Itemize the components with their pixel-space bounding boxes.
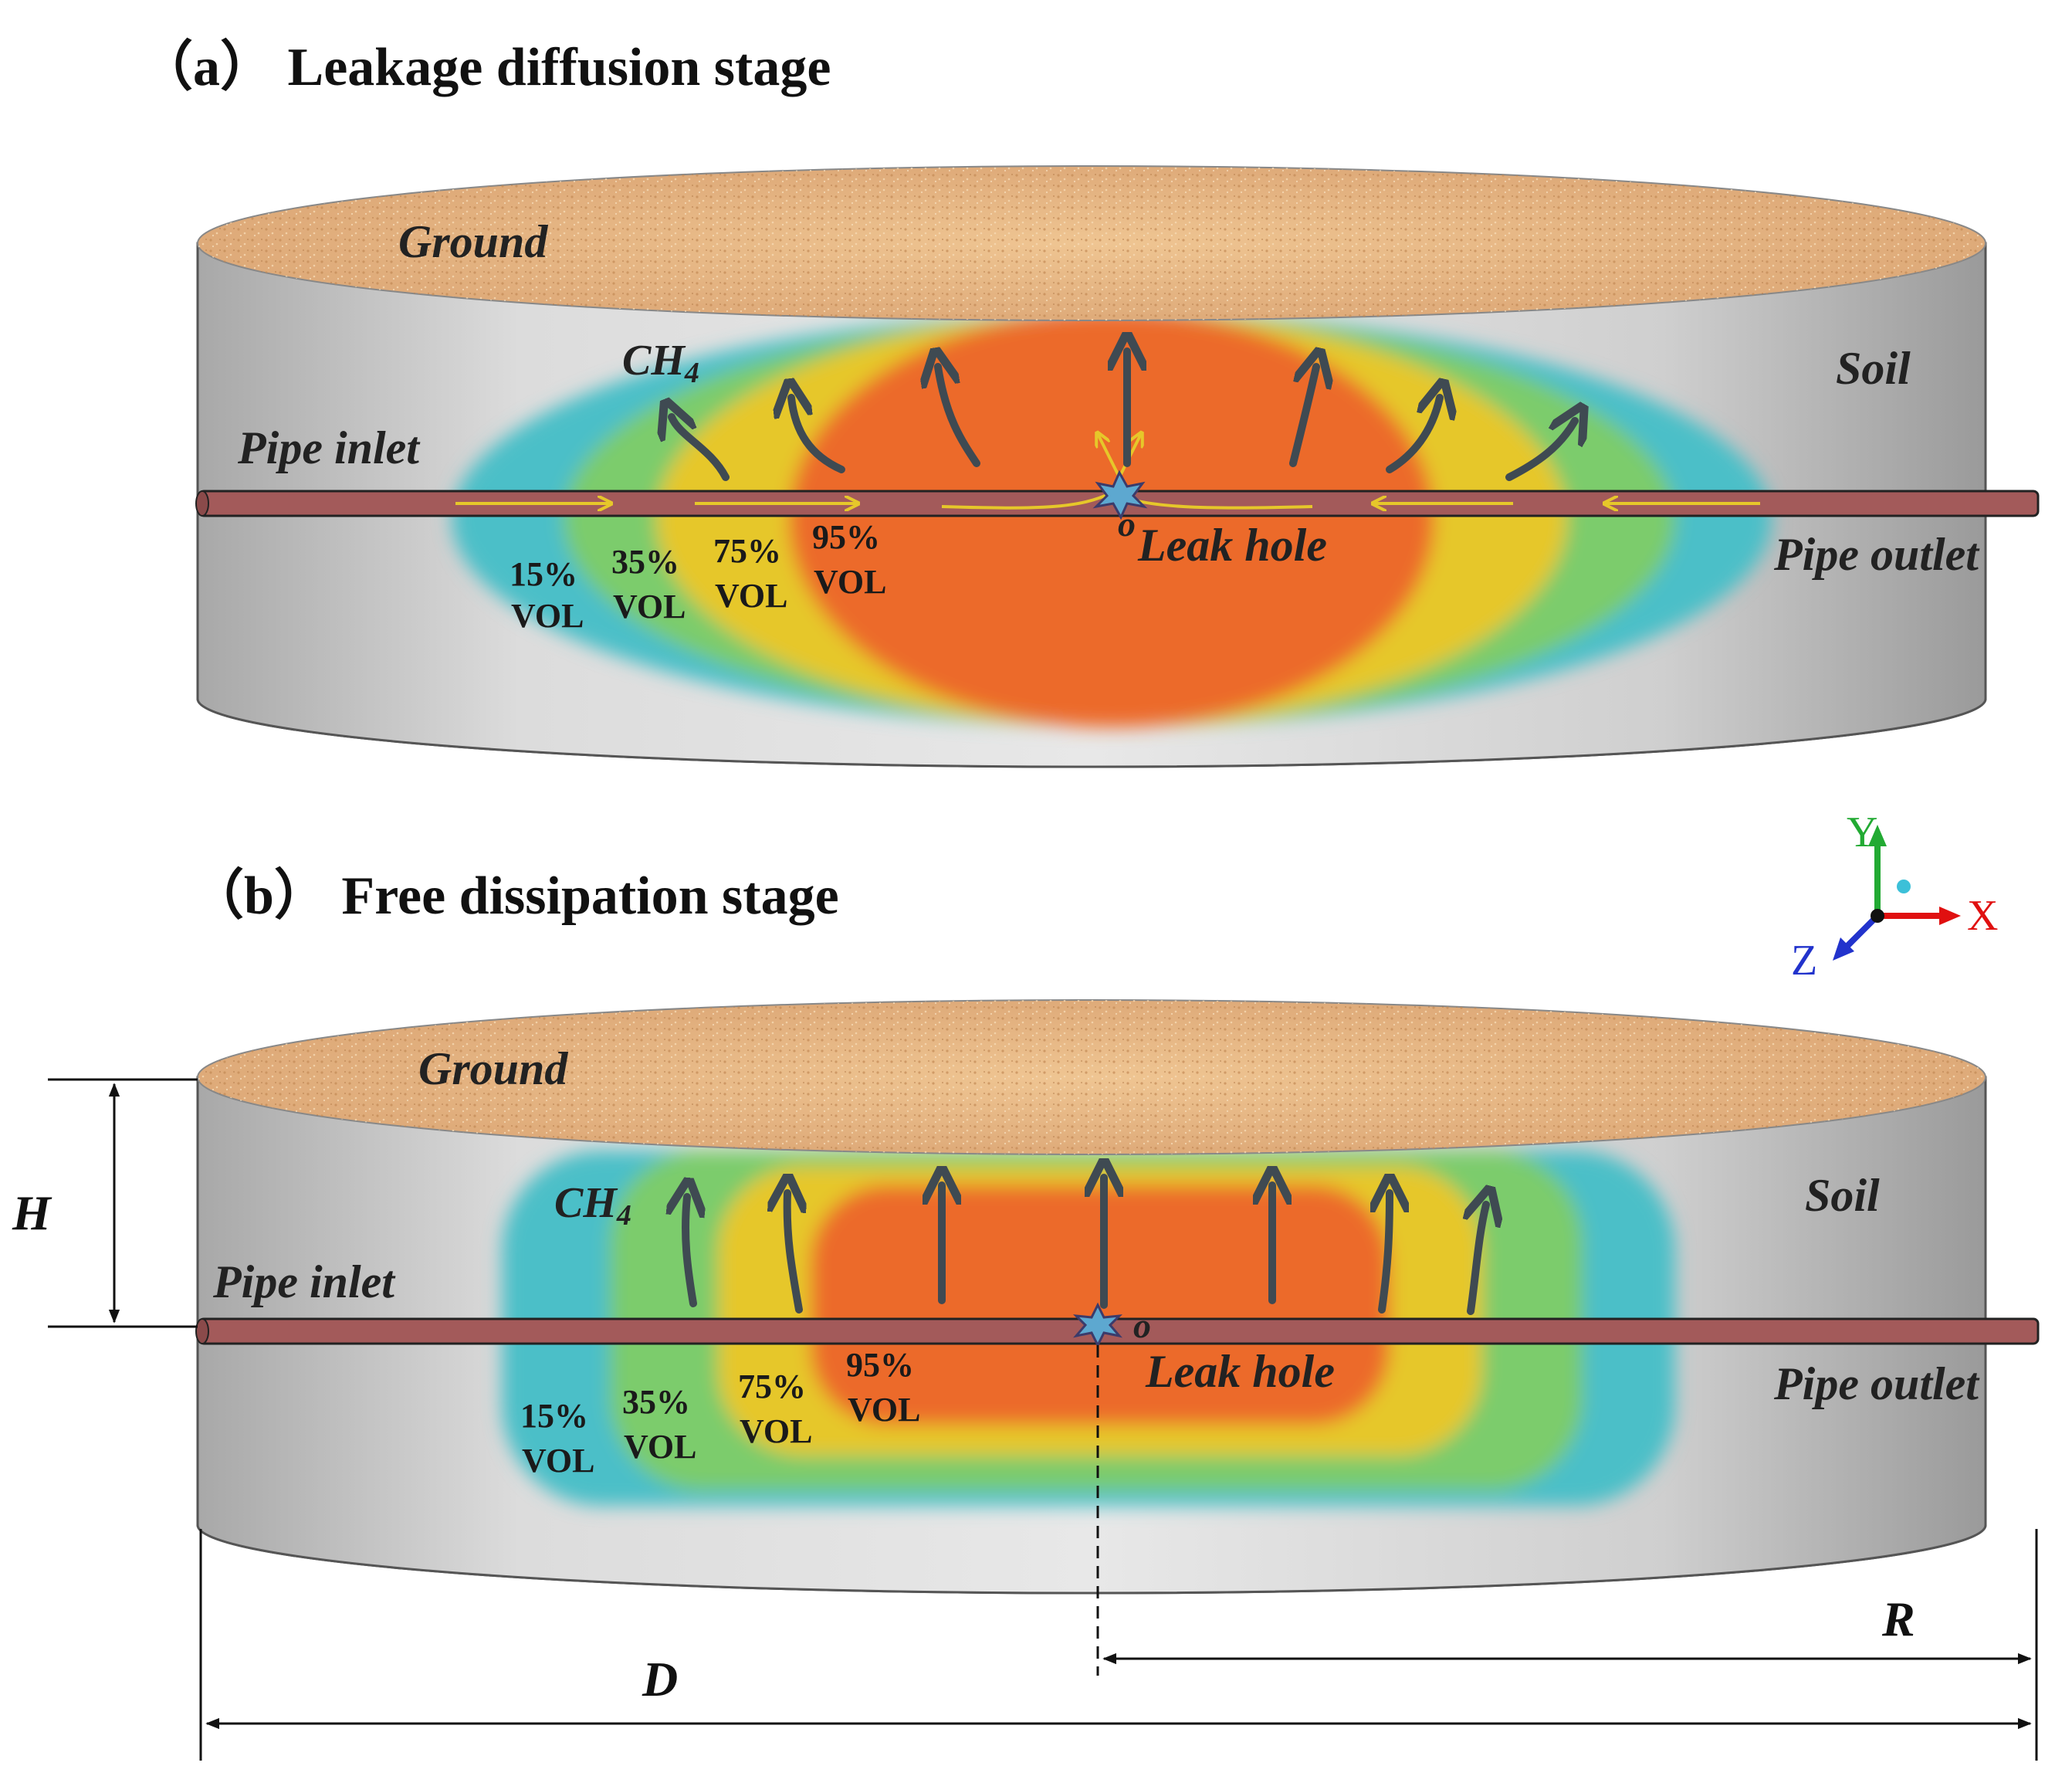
panel-b-title: （b） Free dissipation stage — [190, 866, 839, 926]
panel-b-band-15-unit: VOL — [522, 1442, 594, 1480]
panel-b-pipe-inlet-label: Pipe inlet — [212, 1256, 396, 1307]
panel-a-band-95-pct: 95% — [812, 518, 880, 556]
panel-a-arrow-5 — [1289, 367, 1316, 467]
panel-a-pipe-outlet-label: Pipe outlet — [1773, 529, 1980, 580]
panel-a-leak-star-icon — [1092, 469, 1148, 520]
panel-b-arrow-7 — [1471, 1205, 1486, 1315]
panel-a-band-75-pct: 75% — [713, 532, 781, 570]
panel-a-pipe-inlet-end — [195, 490, 209, 517]
panel-a-band-95 — [789, 310, 1434, 727]
panel-a-soil-label: Soil — [1836, 343, 1911, 394]
panel-a-band-labels: 15% VOL 35% VOL 75% VOL 95% VOL — [510, 518, 886, 635]
panel-a-pipe-inlet-label: Pipe inlet — [237, 422, 421, 473]
x-axis-label: X — [1967, 892, 1998, 940]
panel-b-arrow-1 — [686, 1197, 693, 1307]
h-dim-label: H — [12, 1185, 52, 1240]
panel-a-diffusion-arrows — [652, 351, 1575, 481]
coordinate-axes-icon: Y X Z — [1791, 808, 1998, 985]
panel-b-arrow-2 — [787, 1193, 799, 1314]
panel-a-ground-texture — [198, 166, 1986, 320]
panel-b-leak-hole-label: Leak hole — [1145, 1346, 1335, 1397]
panel-a-arrow-2 — [791, 398, 845, 473]
panel-b-band-35-unit: VOL — [624, 1428, 696, 1466]
axes-marker-dot — [1897, 880, 1911, 893]
panel-a-ch4-text: CH — [622, 337, 686, 385]
panel-a-band-15-unit: VOL — [511, 597, 584, 635]
panel-b-soil-label: Soil — [1805, 1170, 1880, 1221]
panel-a-ch4-label: CH4 — [622, 337, 699, 389]
panel-b-band-95-unit: VOL — [848, 1391, 920, 1429]
panel-b-ground-texture — [198, 1000, 1986, 1154]
panel-a-band-15-pct: 15% — [510, 555, 577, 593]
panel-b-ch4-text: CH — [554, 1179, 618, 1227]
axes-origin-dot — [1871, 909, 1884, 923]
panel-b-pipe — [198, 1317, 2040, 1345]
panel-a-pipe-flow — [455, 434, 1760, 508]
panel-b-band-labels: 15% VOL 35% VOL 75% VOL 95% VOL — [520, 1346, 920, 1480]
panel-b: （b） Free dissipation stage Ground Soil P… — [12, 866, 2040, 1761]
panel-b-ground-label: Ground — [418, 1043, 568, 1094]
panel-a-origin-label: o — [1118, 504, 1136, 544]
panel-a-arrow-3 — [938, 367, 980, 467]
panel-b-origin-label: o — [1133, 1306, 1151, 1345]
r-dim-label: R — [1881, 1591, 1915, 1646]
panel-a-band-75-unit: VOL — [715, 577, 787, 615]
x-axis-head — [1939, 907, 1961, 925]
panel-b-ch4-label: CH4 — [554, 1179, 631, 1232]
y-axis-label: Y — [1847, 808, 1877, 856]
panel-a-band-35-pct: 35% — [611, 543, 679, 581]
z-axis-icon — [1843, 914, 1880, 951]
panel-b-pipe-outlet-label: Pipe outlet — [1773, 1358, 1980, 1409]
panel-b-band-15-pct: 15% — [520, 1397, 588, 1435]
z-axis-head — [1833, 937, 1854, 961]
panel-b-band-95-pct: 95% — [846, 1346, 914, 1384]
panel-a-title: （a） Leakage diffusion stage — [139, 37, 831, 97]
panel-b-pipe-inlet-end — [195, 1318, 209, 1344]
panel-a-arrow-1 — [672, 417, 730, 481]
z-axis-label: Z — [1791, 937, 1817, 985]
panel-a-band-35-unit: VOL — [613, 588, 686, 625]
panel-a-leak-hole-label: Leak hole — [1137, 520, 1327, 571]
panel-a: （a） Leakage diffusion stage — [139, 37, 2040, 768]
panel-a-arrow-6 — [1386, 398, 1440, 473]
dimension-lines — [48, 1078, 2038, 1761]
panel-b-band-75-pct: 75% — [738, 1368, 806, 1405]
panel-b-band-35-pct: 35% — [622, 1383, 690, 1421]
panel-a-ground-label: Ground — [398, 216, 548, 267]
panel-b-ch4-sub: 4 — [616, 1199, 631, 1232]
d-dim-label: D — [642, 1652, 678, 1707]
panel-a-ch4-sub: 4 — [684, 357, 699, 389]
panel-a-band-95-unit: VOL — [814, 563, 886, 601]
panel-b-band-75-unit: VOL — [740, 1412, 812, 1450]
panel-b-diffusion-arrows — [686, 1178, 1486, 1315]
y-axis-head — [1868, 825, 1887, 846]
panel-a-jet-arrow-1 — [1098, 434, 1121, 478]
panel-b-arrow-6 — [1382, 1193, 1390, 1314]
panel-a-arrow-7 — [1505, 421, 1575, 481]
